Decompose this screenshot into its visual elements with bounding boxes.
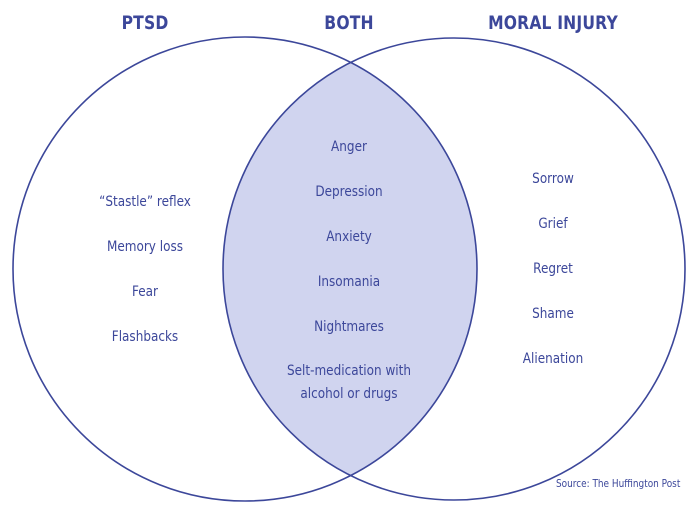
ptsd-heading: PTSD (121, 12, 169, 34)
ptsd-item: Flashbacks (111, 329, 179, 345)
moral-injury-overlap-fill (223, 38, 477, 500)
moral-injury-heading: MORAL INJURY (488, 12, 618, 34)
moral-injury-item: Grief (538, 216, 568, 232)
moral-injury-circle (222, 37, 686, 501)
both-item: Insomania (317, 274, 381, 290)
ptsd-circle (12, 36, 478, 502)
moral-injury-item: Regret (533, 261, 573, 277)
ptsd-item: Memory loss (106, 239, 184, 255)
ptsd-item: “Stastle” reflex (99, 194, 191, 210)
both-item: Anger (331, 139, 367, 155)
moral-injury-item: Alienation (522, 351, 584, 367)
ptsd-item: Fear (131, 284, 159, 300)
moral-injury-item: Shame (532, 306, 574, 322)
both-heading: BOTH (324, 12, 374, 34)
both-item: Selt-medication with alcohol or drugs (286, 363, 412, 402)
moral-injury-item: Sorrow (532, 171, 574, 187)
source-credit: Source: The Huffington Post (555, 478, 680, 490)
both-item: Depression (315, 184, 383, 200)
both-item: Anxiety (326, 229, 372, 245)
both-item: Nightmares (314, 319, 384, 335)
